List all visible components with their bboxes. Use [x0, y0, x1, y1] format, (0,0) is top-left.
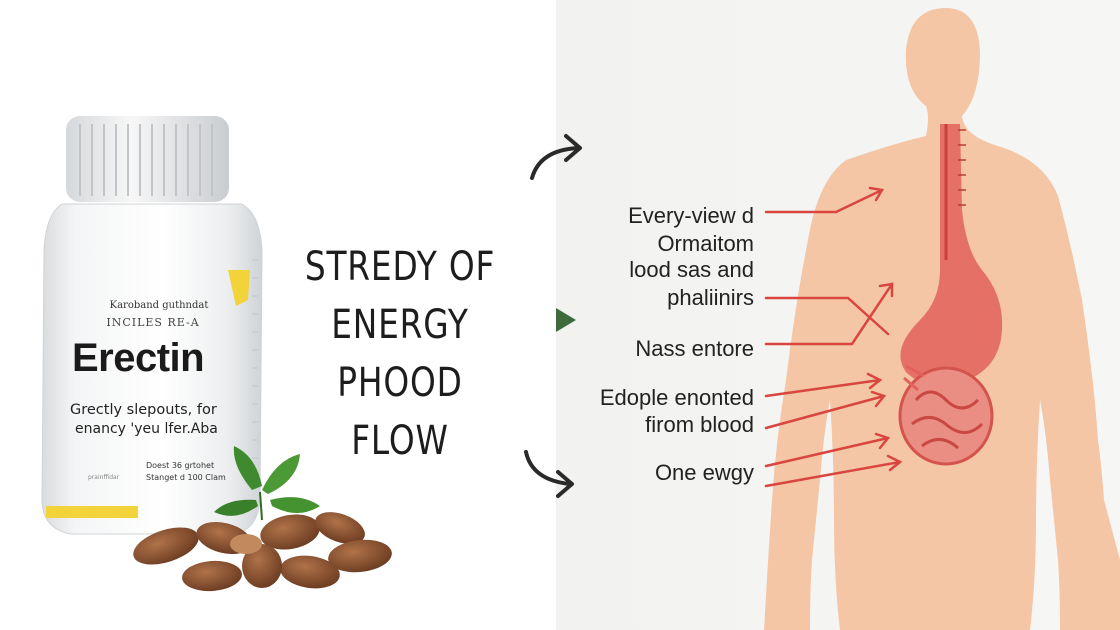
title-line-2: ENERGY	[331, 302, 469, 348]
label-one-ewgy: One ewgy	[654, 460, 754, 485]
leaf-icon	[214, 446, 320, 521]
label-ormaitom: Ormaitom	[657, 231, 754, 256]
bottle-ribs	[252, 259, 258, 477]
red-arrow-7-icon	[764, 454, 903, 488]
bottle-cap	[66, 116, 229, 202]
red-arrow-3-icon	[764, 282, 894, 346]
red-arrow-5-icon	[764, 390, 887, 430]
label-accent-top	[228, 270, 250, 306]
bottle-dose-1: Doest 36 grtohet	[146, 461, 215, 470]
center-title: STREDY OF ENERGY PHOOD FLOW	[293, 238, 506, 470]
label-phaliinirs: phaliinirs	[667, 285, 754, 310]
label-nass-entore: Nass entore	[635, 336, 754, 361]
bottle-dose-2: Stanget d 100 Clam	[146, 473, 226, 482]
digestive-organs	[898, 124, 1003, 466]
red-arrow-1-icon	[764, 186, 885, 214]
title-line-3: PHOOD FLOW	[337, 360, 463, 464]
curved-arrow-down-icon	[524, 450, 574, 498]
bottle-maker-text: Karoband guthndat	[109, 300, 209, 311]
label-accent-bottom	[46, 506, 138, 518]
title-line-1: STREDY OF	[304, 244, 496, 290]
red-arrow-4-icon	[764, 372, 883, 398]
red-arrow-6-icon	[764, 432, 891, 468]
red-arrow-2-icon	[764, 296, 890, 336]
bottle-tagline-1: Grectly slepouts, for	[70, 402, 217, 418]
product-illustration	[41, 116, 392, 592]
bottle-tagline-2: enancy 'yeu lfer.Aba	[75, 421, 218, 437]
bottle-subline-text: INCILES RE-A	[106, 316, 200, 329]
bean-pile	[133, 512, 392, 592]
triangle-pointer-icon	[556, 308, 576, 332]
bottle-brand-name: Erectin	[72, 336, 205, 380]
label-every-view: Every-view d	[628, 203, 754, 228]
label-edople: Edople enonted	[599, 385, 754, 410]
label-lood-sas: lood sas and	[629, 257, 754, 282]
curved-arrow-up-icon	[530, 134, 582, 180]
bottle-footnote: prainffidar	[88, 474, 120, 481]
label-firom-blood: firom blood	[645, 412, 754, 437]
